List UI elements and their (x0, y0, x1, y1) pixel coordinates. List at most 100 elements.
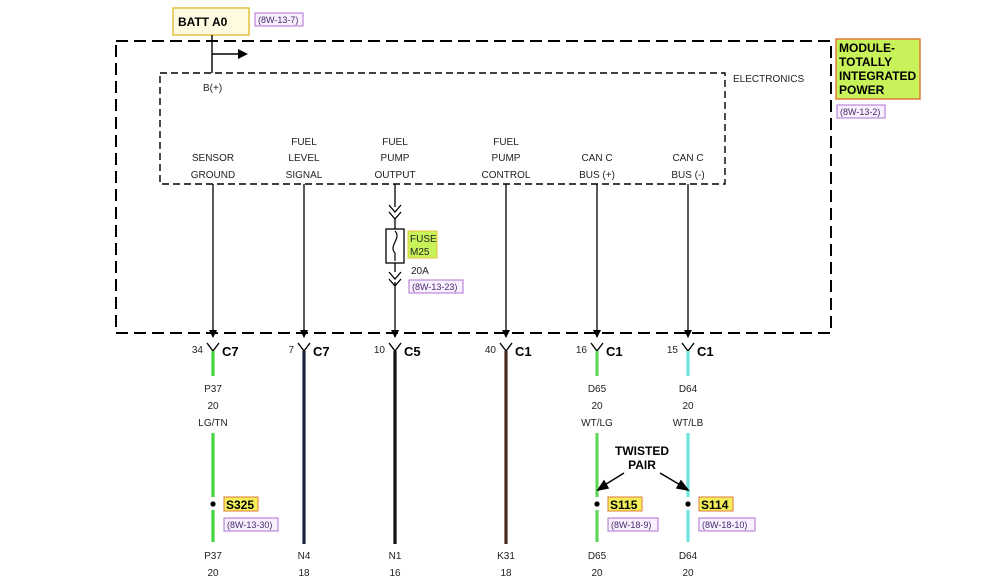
splice-ref-s115: (8W-18-9) (611, 520, 651, 530)
lower-wire-labels: P37 20 N4 18 N1 16 K31 18 D65 20 D64 20 (204, 551, 698, 579)
connector-can-minus: C1 (697, 344, 714, 359)
twisted-pair-arrows (596, 472, 690, 492)
splices: S325 (8W-13-30) S115 (8W-18-9) S114 (8W-… (210, 496, 756, 532)
wire-label-d64-gauge: 20 (682, 401, 694, 412)
batt-ref-box (254, 12, 304, 27)
pin-sensor-ground: 34 (192, 345, 204, 356)
twisted-pair-arrow-left-head (596, 479, 610, 492)
arrow-pump-control (502, 330, 510, 338)
splice-ref-s325: (8W-13-30) (227, 520, 272, 530)
func-label-sensor-ground-1: SENSOR (192, 153, 234, 164)
fork-can-plus (590, 342, 604, 353)
twisted-pair-arrow-right-line (659, 472, 683, 487)
wire-label-p37-id: P37 (204, 384, 222, 395)
lower-label-p37-gauge: 20 (207, 568, 219, 579)
twisted-pair-arrow-right-head (675, 479, 690, 492)
module-ref: (8W-13-2) (840, 107, 880, 117)
func-label-can-plus-1: CAN C (581, 153, 612, 164)
splice-ref-box-s114 (698, 517, 756, 532)
func-label-can-minus-1: CAN C (672, 153, 703, 164)
internal-wires (212, 184, 689, 337)
module-outer-box (115, 40, 832, 334)
splice-name-s325: S325 (226, 498, 254, 512)
twisted-pair-arrow-left-line (602, 472, 625, 487)
wire-label-d65-gauge: 20 (591, 401, 603, 412)
module-name-line-1: MODULE- (839, 41, 895, 55)
lower-label-n4-id: N4 (298, 551, 311, 562)
fuse-rating: 20A (411, 266, 429, 277)
func-label-pump-output-1: FUEL (382, 137, 408, 148)
arrow-can-plus (593, 330, 601, 338)
lower-label-n1-gauge: 16 (389, 568, 401, 579)
wire-label-d65-id: D65 (588, 384, 607, 395)
splice-box-s114 (698, 496, 734, 512)
twisted-pair-line-2: PAIR (628, 458, 656, 472)
fuse-name-2: M25 (410, 247, 430, 258)
batt-arrow-head (238, 49, 248, 59)
connector-fuel-level: C7 (313, 344, 330, 359)
fuse-ref: (8W-13-23) (412, 282, 457, 292)
splice-dot-s115 (594, 501, 600, 507)
splice-box-s115 (607, 496, 643, 512)
fork-pump-control (499, 342, 513, 353)
func-label-can-plus-2: BUS (+) (579, 170, 615, 181)
pin-fuel-level: 7 (288, 345, 294, 356)
connector-can-plus: C1 (606, 344, 623, 359)
fuse-name-box (407, 230, 438, 259)
lower-label-k31-id: K31 (497, 551, 515, 562)
func-label-pump-output-3: OUTPUT (374, 170, 415, 181)
lower-label-n1-id: N1 (389, 551, 402, 562)
fork-can-minus (681, 342, 695, 353)
splice-ref-box-s115 (607, 517, 659, 532)
lower-label-d65-id: D65 (588, 551, 607, 562)
splice-name-s114: S114 (701, 498, 729, 512)
func-label-fuel-level-1: FUEL (291, 137, 317, 148)
func-label-fuel-level-3: SIGNAL (286, 170, 323, 181)
pin-pump-output: 10 (374, 345, 386, 356)
battery-pin-label: B(+) (203, 83, 222, 94)
func-label-pump-control-1: FUEL (493, 137, 519, 148)
external-wires (211, 351, 690, 544)
splice-ref-box-s325 (223, 517, 279, 532)
fork-sensor-ground (206, 342, 220, 353)
func-label-sensor-ground-2: GROUND (191, 170, 235, 181)
fuse-ref-box (408, 279, 464, 294)
lower-label-n4-gauge: 18 (298, 568, 310, 579)
module-name-box (835, 38, 921, 100)
lower-label-k31-gauge: 18 (500, 568, 512, 579)
module-name-line-4: POWER (839, 83, 885, 97)
fuse-name-1: FUSE (410, 234, 437, 245)
module-name-line-3: INTEGRATED (839, 69, 916, 83)
pin-pump-control: 40 (485, 345, 497, 356)
electronics-box (159, 72, 726, 185)
lower-label-p37-id: P37 (204, 551, 222, 562)
wire-label-d64-id: D64 (679, 384, 698, 395)
arrow-can-minus (684, 330, 692, 338)
electronics-label: ELECTRONICS (733, 74, 804, 85)
fuse-symbol (385, 204, 405, 287)
splice-ref-s114: (8W-18-10) (702, 520, 747, 530)
batt-label: BATT A0 (178, 15, 228, 29)
fork-pump-output (388, 342, 402, 353)
batt-ref: (8W-13-7) (258, 15, 298, 25)
func-label-fuel-level-2: LEVEL (288, 153, 320, 164)
splice-box-s325 (223, 496, 259, 512)
splice-dot-s325 (210, 501, 216, 507)
wire-label-d65-color: WT/LG (581, 418, 613, 429)
connector-pump-control: C1 (515, 344, 532, 359)
module-name-line-2: TOTALLY (839, 55, 892, 69)
fork-fuel-level (297, 342, 311, 353)
connector-sensor-ground: C7 (222, 344, 239, 359)
func-label-can-minus-2: BUS (-) (671, 170, 704, 181)
connector-arrows (209, 330, 692, 338)
splice-dot-s114 (685, 501, 691, 507)
func-label-pump-control-3: CONTROL (482, 170, 531, 181)
arrow-fuel-level (300, 330, 308, 338)
wire-label-p37-color: LG/TN (198, 418, 227, 429)
func-label-pump-output-2: PUMP (381, 153, 410, 164)
upper-wire-labels: P37 20 LG/TN D65 20 WT/LG D64 20 WT/LB (198, 384, 703, 429)
connector-labels: 34 C7 7 C7 10 C5 40 C1 16 C1 15 C1 (192, 344, 714, 359)
twisted-pair-line-1: TWISTED (615, 444, 669, 458)
pin-can-minus: 15 (667, 345, 679, 356)
